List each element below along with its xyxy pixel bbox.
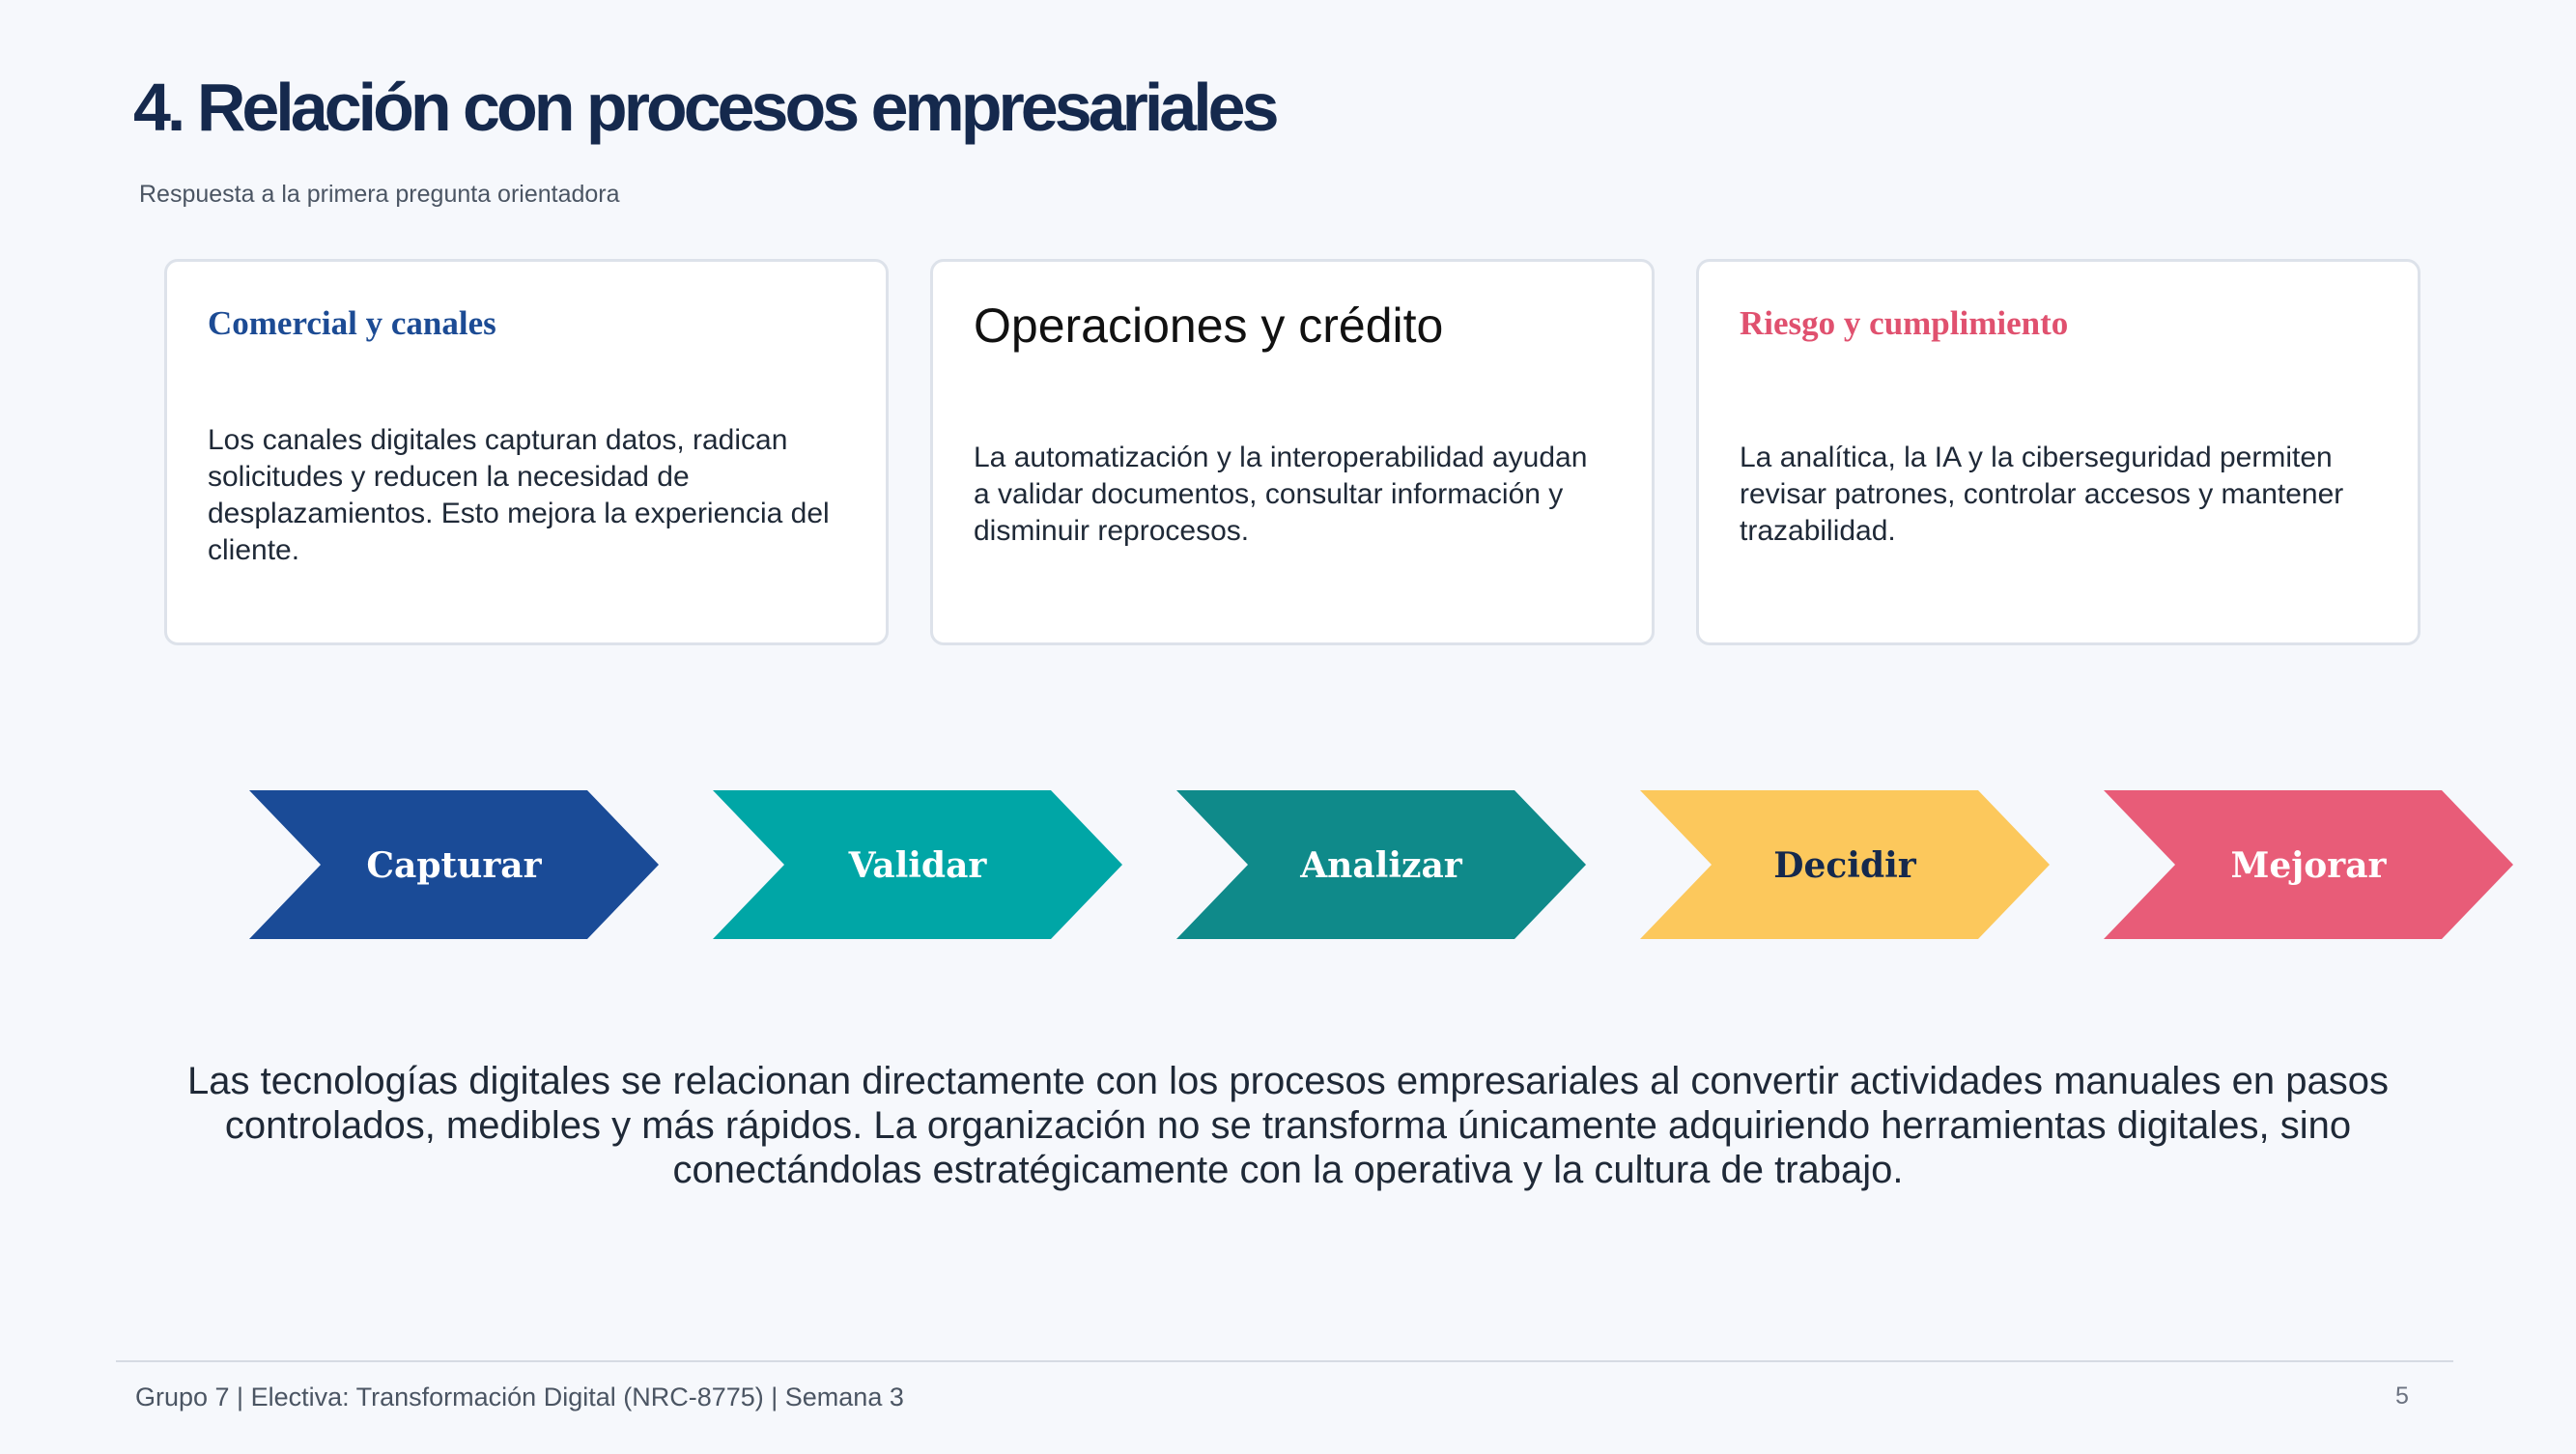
- card-body: La automatización y la interoperabilidad…: [974, 442, 1588, 547]
- process-step-label: Analizar: [1299, 845, 1463, 886]
- footer-divider: [116, 1360, 2453, 1362]
- process-step-validar: Validar: [713, 790, 1122, 939]
- card-operaciones: Operaciones y crédito La automatización …: [930, 259, 1655, 645]
- card-body: Los canales digitales capturan datos, ra…: [208, 424, 830, 566]
- process-step-mejorar: Mejorar: [2104, 790, 2513, 939]
- chevron-shape: [2104, 790, 2513, 939]
- process-step-analizar: Analizar: [1176, 790, 1586, 939]
- footer-text: Grupo 7 | Electiva: Transformación Digit…: [135, 1383, 904, 1411]
- card-title: Riesgo y cumplimiento: [1740, 304, 2069, 342]
- process-step-label: Validar: [848, 845, 988, 886]
- card-riesgo: Riesgo y cumplimiento La analítica, la I…: [1696, 259, 2420, 645]
- process-step-label: Mejorar: [2230, 845, 2387, 886]
- card-comercial: Comercial y canales Los canales digitale…: [164, 259, 889, 645]
- card-title: Comercial y canales: [208, 304, 496, 342]
- page-subtitle: Respuesta a la primera pregunta orientad…: [139, 181, 620, 208]
- chevron-shape: [1640, 790, 2050, 939]
- page-title: 4. Relación con procesos empresariales: [133, 70, 1280, 145]
- summary-paragraph: Las tecnologías digitales se relacionan …: [186, 1060, 2390, 1191]
- card-title: Operaciones y crédito: [974, 299, 1444, 353]
- process-step-decidir: Decidir: [1640, 790, 2050, 939]
- chevron-shape: [713, 790, 1122, 939]
- process-step-label: Decidir: [1773, 845, 1917, 886]
- chevron-shape: [249, 790, 659, 939]
- page-number: 5: [2395, 1383, 2409, 1410]
- process-step-capturar: Capturar: [249, 790, 659, 939]
- card-body: La analítica, la IA y la ciberseguridad …: [1740, 442, 2344, 547]
- chevron-shape: [1176, 790, 1586, 939]
- process-step-label: Capturar: [366, 845, 542, 886]
